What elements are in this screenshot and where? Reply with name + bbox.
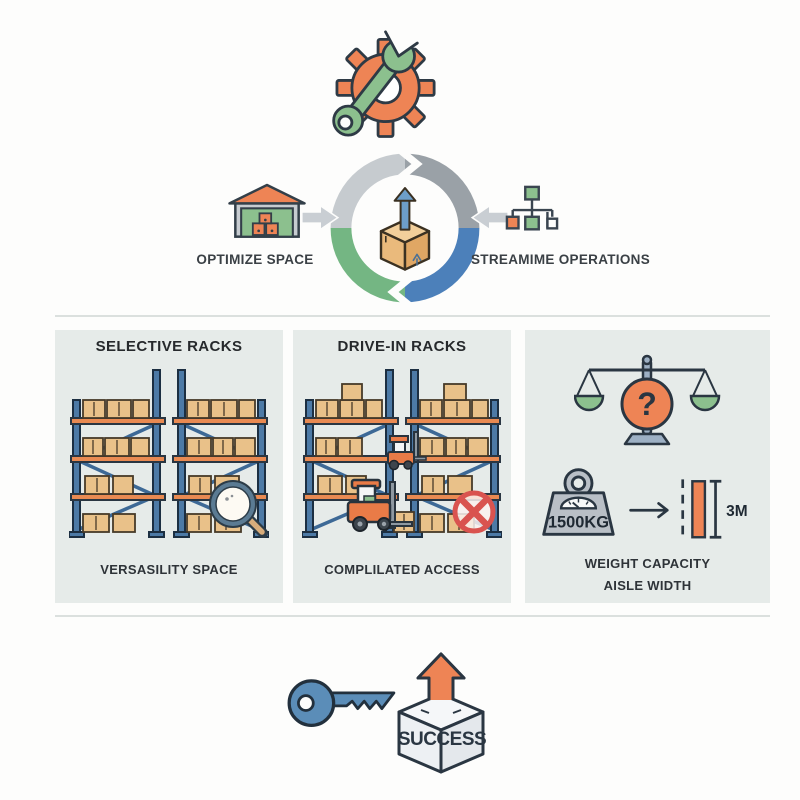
panel-selective-racks: SELECTIVE RACKS xyxy=(55,330,283,603)
no-entry-x-icon xyxy=(452,490,496,534)
selective-rack-illustration xyxy=(69,369,269,538)
key-icon xyxy=(287,679,396,727)
warehouse-icon xyxy=(228,183,306,238)
magnifier-icon xyxy=(209,480,268,538)
success-box-icon: SUCCESS xyxy=(397,652,487,774)
panel-caption: VERSASILITY SPACE xyxy=(100,562,238,577)
gear-wrench-icon xyxy=(332,30,436,138)
box-up-arrow-icon xyxy=(379,187,431,271)
right-arrow-icon xyxy=(629,502,669,519)
aisle-bar xyxy=(691,480,707,539)
weight-value: 1500KG xyxy=(548,514,609,532)
streamline-operations-label: STREAMIME OPERATIONS xyxy=(470,252,650,267)
forklift-upper-icon xyxy=(387,431,427,471)
panel-caption: WEIGHT CAPACITY AISLE WIDTH xyxy=(525,553,770,597)
forklift-ground-icon xyxy=(346,478,413,532)
panel-title: SELECTIVE RACKS xyxy=(95,338,243,355)
section-divider-top xyxy=(55,315,770,317)
caption-line-1: WEIGHT CAPACITY xyxy=(584,556,711,571)
weight-capacity-graphic: 1500KG 3M xyxy=(542,468,748,540)
panel-specs: ? 1500KG 3M WEIGHT CAPACITY AISLE WIDTH xyxy=(525,330,770,603)
success-label: SUCCESS xyxy=(398,729,486,750)
measure-bracket-icon xyxy=(709,479,722,539)
section-divider-bottom xyxy=(55,615,770,617)
flowchart-icon xyxy=(505,185,559,231)
balance-scale-icon: ? xyxy=(574,354,721,446)
panel-drive-in-racks: DRIVE-IN RACKS xyxy=(293,330,511,603)
caption-line-2: AISLE WIDTH xyxy=(603,578,692,593)
question-mark: ? xyxy=(637,386,657,422)
optimize-space-label: OPTIMIZE SPACE xyxy=(196,252,314,267)
drive-in-rack-illustration xyxy=(302,369,502,538)
panel-caption: COMPLILATED ACCESS xyxy=(324,562,480,577)
cycle-diagram xyxy=(301,148,509,308)
weight-icon: 1500KG xyxy=(542,468,615,536)
panel-title: DRIVE-IN RACKS xyxy=(337,338,467,355)
inward-arrow-icons xyxy=(301,204,509,232)
aisle-width-value: 3M xyxy=(726,503,747,520)
